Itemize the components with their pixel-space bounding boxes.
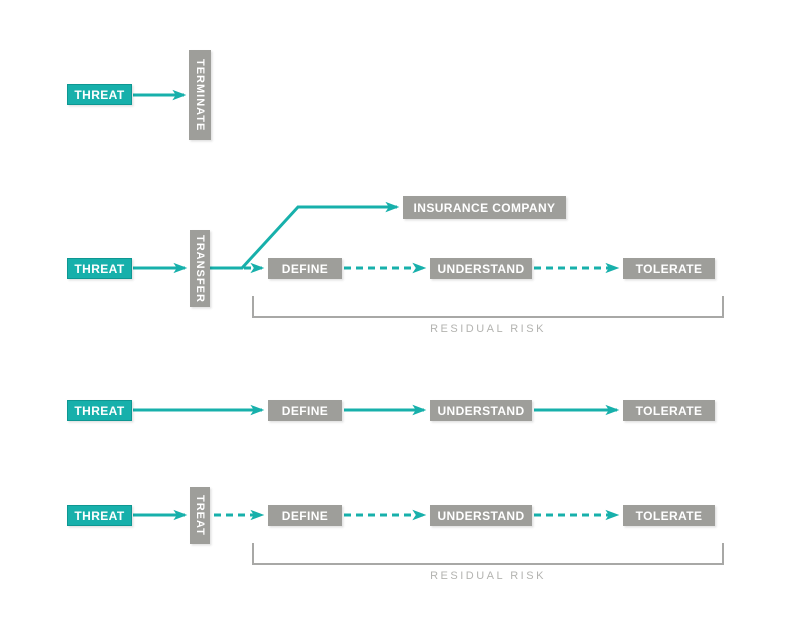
tolerate-box-treat-row: TOLERATE xyxy=(623,505,715,526)
residual-risk-bracket-treat xyxy=(252,543,724,565)
transfer-box: TRANSFER xyxy=(190,230,210,307)
define-box-transfer-row: DEFINE xyxy=(268,258,342,279)
threat-box-transfer-row: THREAT xyxy=(67,258,132,279)
residual-risk-label-transfer: RESIDUAL RISK xyxy=(430,323,546,335)
threat-box-tolerate-row: THREAT xyxy=(67,400,132,421)
understand-box-tolerate-row: UNDERSTAND xyxy=(430,400,532,421)
define-box-tolerate-row: DEFINE xyxy=(268,400,342,421)
understand-box-transfer-row: UNDERSTAND xyxy=(430,258,532,279)
tolerate-box-transfer-row: TOLERATE xyxy=(623,258,715,279)
insurance-company-box: INSURANCE COMPANY xyxy=(403,196,566,219)
arrow-transfer-insurance xyxy=(210,201,400,270)
threat-box-treat-row: THREAT xyxy=(67,505,132,526)
residual-risk-bracket-transfer xyxy=(252,296,724,318)
treat-box: TREAT xyxy=(190,487,210,544)
residual-risk-label-treat: RESIDUAL RISK xyxy=(430,570,546,582)
understand-box-treat-row: UNDERSTAND xyxy=(430,505,532,526)
threat-box-terminate-row: THREAT xyxy=(67,84,132,105)
terminate-box: TERMINATE xyxy=(189,50,211,140)
define-box-treat-row: DEFINE xyxy=(268,505,342,526)
tolerate-box-tolerate-row: TOLERATE xyxy=(623,400,715,421)
